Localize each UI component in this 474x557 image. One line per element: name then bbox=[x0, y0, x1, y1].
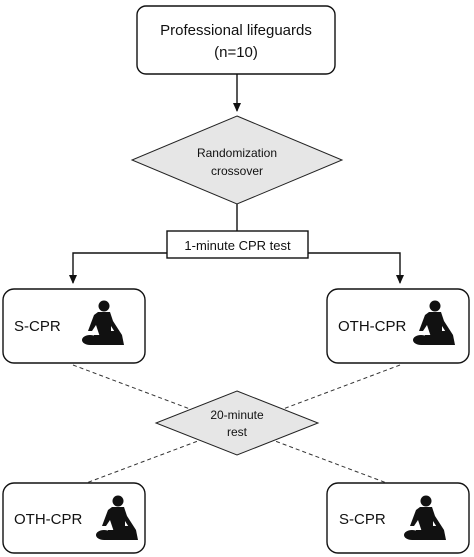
start-box: Professional lifeguards (n=10) bbox=[136, 5, 336, 75]
randomization-label: Randomization bbox=[197, 146, 277, 160]
dashed-line-oth-cpr-to-s-cpr bbox=[72, 364, 401, 489]
phase1-left-box: S-CPR bbox=[2, 288, 146, 364]
test-box: 1-minute CPR test bbox=[166, 230, 309, 259]
arrow-test-to-right bbox=[308, 252, 404, 284]
start-title: Professional lifeguards bbox=[160, 22, 312, 39]
rest-label: rest bbox=[227, 425, 248, 439]
test-label: 1-minute CPR test bbox=[184, 238, 291, 253]
connector-lines bbox=[69, 74, 404, 284]
randomization-diamond: Randomization crossover bbox=[130, 115, 344, 205]
rest-duration-label: 20-minute bbox=[210, 408, 264, 422]
phase1-left-label: S-CPR bbox=[14, 318, 61, 335]
phase1-right-label: OTH-CPR bbox=[338, 318, 406, 335]
phase1-right-box: OTH-CPR bbox=[326, 288, 470, 364]
phase2-left-label: OTH-CPR bbox=[14, 511, 82, 528]
dashed-line-s-cpr-to-oth-cpr bbox=[72, 364, 401, 489]
arrow-test-to-left bbox=[69, 252, 167, 284]
start-sample-size: (n=10) bbox=[214, 44, 258, 61]
crossover-lines bbox=[72, 364, 401, 489]
phase2-left-box: OTH-CPR bbox=[2, 482, 146, 554]
rest-diamond: 20-minute rest bbox=[154, 390, 320, 456]
phase2-right-label: S-CPR bbox=[339, 511, 386, 528]
phase2-right-box: S-CPR bbox=[326, 482, 470, 554]
crossover-label: crossover bbox=[211, 164, 263, 178]
